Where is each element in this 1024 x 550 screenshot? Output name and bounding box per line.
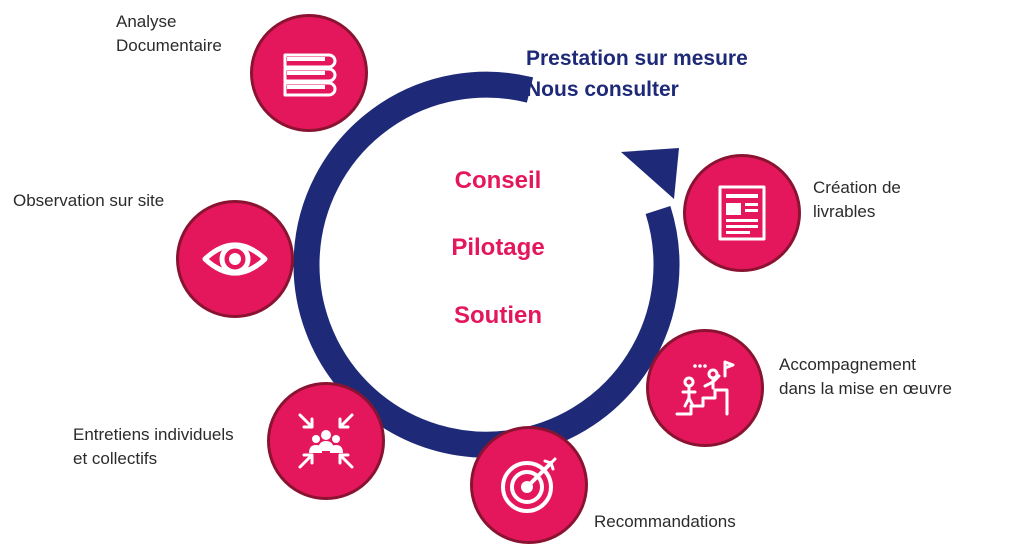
step-observation <box>176 200 294 318</box>
step-recommandations <box>470 426 588 544</box>
center-pilotage: Pilotage <box>451 234 545 261</box>
label-recommandations: Recommandations <box>594 512 736 531</box>
step-accompagnement <box>646 329 764 447</box>
cycle-arrow-arc <box>293 71 680 458</box>
step-entretiens <box>267 382 385 500</box>
eye-icon <box>202 242 268 276</box>
step-analyse <box>250 14 368 132</box>
label-analyse: Analyse Documentaire <box>116 12 222 55</box>
target-icon <box>501 457 557 513</box>
document-icon <box>718 185 766 241</box>
center-conseil: Conseil <box>454 167 542 194</box>
center-soutien: Soutien <box>454 302 542 329</box>
books-icon <box>283 53 337 97</box>
coaching-stairs-icon <box>675 360 735 416</box>
group-converge-icon <box>298 413 354 469</box>
step-livrables <box>683 154 801 272</box>
headline-line2: Nous consulter <box>526 78 679 101</box>
label-entretiens: Entretiens individuels et collectifs <box>73 425 234 468</box>
headline-line1: Prestation sur mesure <box>526 47 748 70</box>
label-accompagnement: Accompagnement dans la mise en œuvre <box>779 355 952 398</box>
cycle-arrow-head <box>621 148 679 199</box>
label-livrables: Création de livrables <box>813 178 901 221</box>
headline: Prestation sur mesure Nous consulter <box>526 43 748 105</box>
label-observation: Observation sur site <box>13 191 165 210</box>
